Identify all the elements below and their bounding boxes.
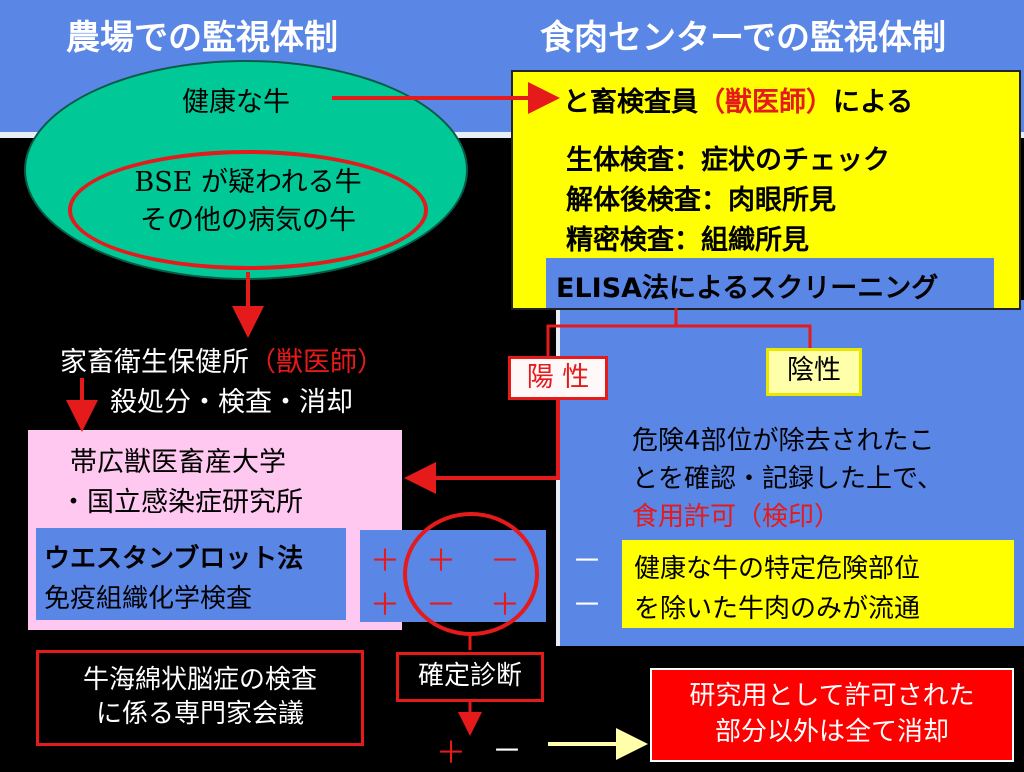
hygiene-station-prefix: 家畜衛生保健所: [60, 347, 249, 378]
expert-line1: 牛海綿状脳症の検査: [82, 665, 317, 695]
expert-line2: に係る専門家会議: [95, 699, 304, 729]
negative-info-line2: とを確認・記録した上で、: [632, 464, 943, 494]
hygiene-station-label: 家畜衛生保健所（獣医師）: [60, 340, 384, 379]
inspection-item: 解体後検査：肉眼所見: [566, 185, 836, 216]
inspection-item: 生体検査：症状のチェック: [566, 145, 890, 176]
healthy-cow-label: 健康な牛: [182, 87, 290, 118]
result-mark: －: [490, 544, 520, 579]
farm-title: 農場での監視体制: [66, 18, 338, 58]
inspection-item: 精密検査：組織所見: [566, 225, 809, 256]
meat-center-title: 食肉センターでの監視体制: [540, 18, 946, 58]
diagnosis-minus: －: [492, 734, 522, 769]
inspector-title: と畜検査員（獣医師）による: [563, 80, 913, 119]
western-blot-box: [36, 528, 346, 620]
inspector-title-highlight: （獣医師）: [698, 87, 833, 118]
university-line1: 帯広獣医畜産大学: [70, 447, 286, 478]
hygiene-station-actions: 殺処分・検査・消却: [110, 387, 353, 418]
line-elisa-to-negative: [676, 324, 812, 348]
negative-mark: －: [572, 588, 602, 623]
western-blot-label: ウエスタンブロット法: [44, 544, 304, 574]
line-elisa-to-positive: [546, 308, 678, 356]
negative-info-line1: 危険4部位が除去されたこ: [632, 426, 935, 456]
expert-committee-box: 牛海綿状脳症の検査 に係る専門家会議: [36, 650, 364, 746]
positive-label: 陽 性: [508, 356, 608, 400]
suspect-cow-line1: BSE が疑われる牛: [134, 167, 362, 198]
distribution-line2: を除いた牛肉のみが流通: [634, 594, 921, 624]
result-mark: ＋: [426, 544, 456, 579]
confirmation-diagnosis-label: 確定診断: [396, 652, 544, 702]
suspect-cow-line2: その他の病気の牛: [140, 205, 356, 236]
diagnosis-plus: ＋: [436, 736, 466, 771]
university-line2: ・国立感染症研究所: [60, 487, 303, 518]
arrow-positive-to-university: [404, 400, 560, 494]
suspect-cow-ellipse: [68, 150, 428, 270]
research-line1: 研究用として許可された: [689, 681, 975, 711]
hygiene-station-highlight: （獣医師）: [249, 347, 384, 378]
test-results-box: [360, 530, 546, 622]
negative-mark: －: [572, 544, 602, 579]
result-highlight-circle: [403, 512, 539, 636]
edible-approval-label: 食用許可（検印）: [632, 502, 841, 532]
distribution-box: [622, 540, 1014, 628]
result-mark: ＋: [370, 588, 400, 623]
research-box: 研究用として許可された 部分以外は全て消却: [650, 668, 1014, 762]
research-line2: 部分以外は全て消却: [714, 717, 949, 747]
inspector-title-prefix: と畜検査員: [563, 87, 698, 118]
inspector-title-suffix: による: [833, 87, 914, 118]
distribution-line1: 健康な牛の特定危険部位: [634, 554, 921, 584]
elisa-screening-label: ELISA法によるスクリーニング: [546, 258, 994, 308]
negative-label: 陰性: [766, 348, 862, 396]
result-mark: ＋: [370, 544, 400, 579]
immunohisto-label: 免疫組織化学検査: [44, 584, 253, 614]
result-mark: －: [426, 588, 456, 623]
